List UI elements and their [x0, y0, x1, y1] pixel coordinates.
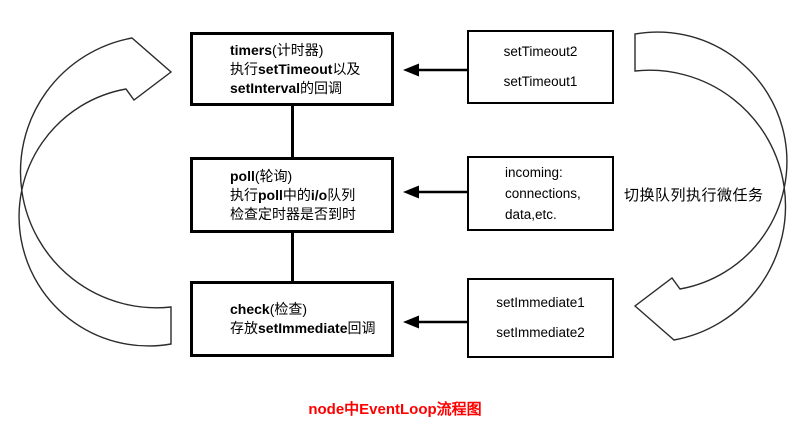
text-line: incoming:	[505, 165, 563, 180]
text-line: connections,	[505, 186, 581, 201]
incoming-queue-box: incoming: connections, data,etc.	[467, 156, 614, 231]
microtask-side-note: 切换队列执行微任务	[624, 187, 764, 204]
settimeout-queue-box: setTimeout2 setTimeout1	[467, 30, 614, 104]
text-line: 存放setImmediate回调	[230, 320, 376, 336]
arrow-incoming-to-poll	[403, 185, 467, 199]
arrow-setimmediate-to-check	[403, 315, 467, 329]
setimmediate-queue-box: setImmediate1 setImmediate2	[467, 278, 614, 358]
text-line: timers(计时器)	[230, 41, 324, 58]
diagram-title: node中EventLoop流程图	[308, 401, 482, 418]
text-line: 检查定时器是否到时	[230, 205, 356, 222]
left-loop-arrow	[18, 37, 173, 347]
text-line: check(检查)	[230, 301, 308, 317]
text-line: 执行poll中的i/o队列	[230, 186, 356, 203]
arrow-settimeout-to-timers	[403, 63, 467, 77]
text-line: 执行setTimeout以及	[230, 60, 361, 77]
text-line: setTimeout1	[503, 74, 578, 89]
text-line: setTimeout2	[503, 44, 578, 59]
text-line: poll(轮询)	[230, 167, 293, 184]
poll-phase-box: poll(轮询) 执行poll中的i/o队列检查定时器是否到时	[190, 157, 394, 233]
text-line: setImmediate1	[496, 295, 585, 310]
text-line: data,etc.	[505, 207, 557, 222]
check-phase-box: check(检查) 存放setImmediate回调	[190, 281, 394, 357]
text-line: setInterval的回调	[230, 79, 343, 96]
timers-phase-box: timers(计时器) 执行setTimeout以及 setInterval的回调	[190, 32, 394, 106]
text-line: setImmediate2	[496, 325, 585, 340]
